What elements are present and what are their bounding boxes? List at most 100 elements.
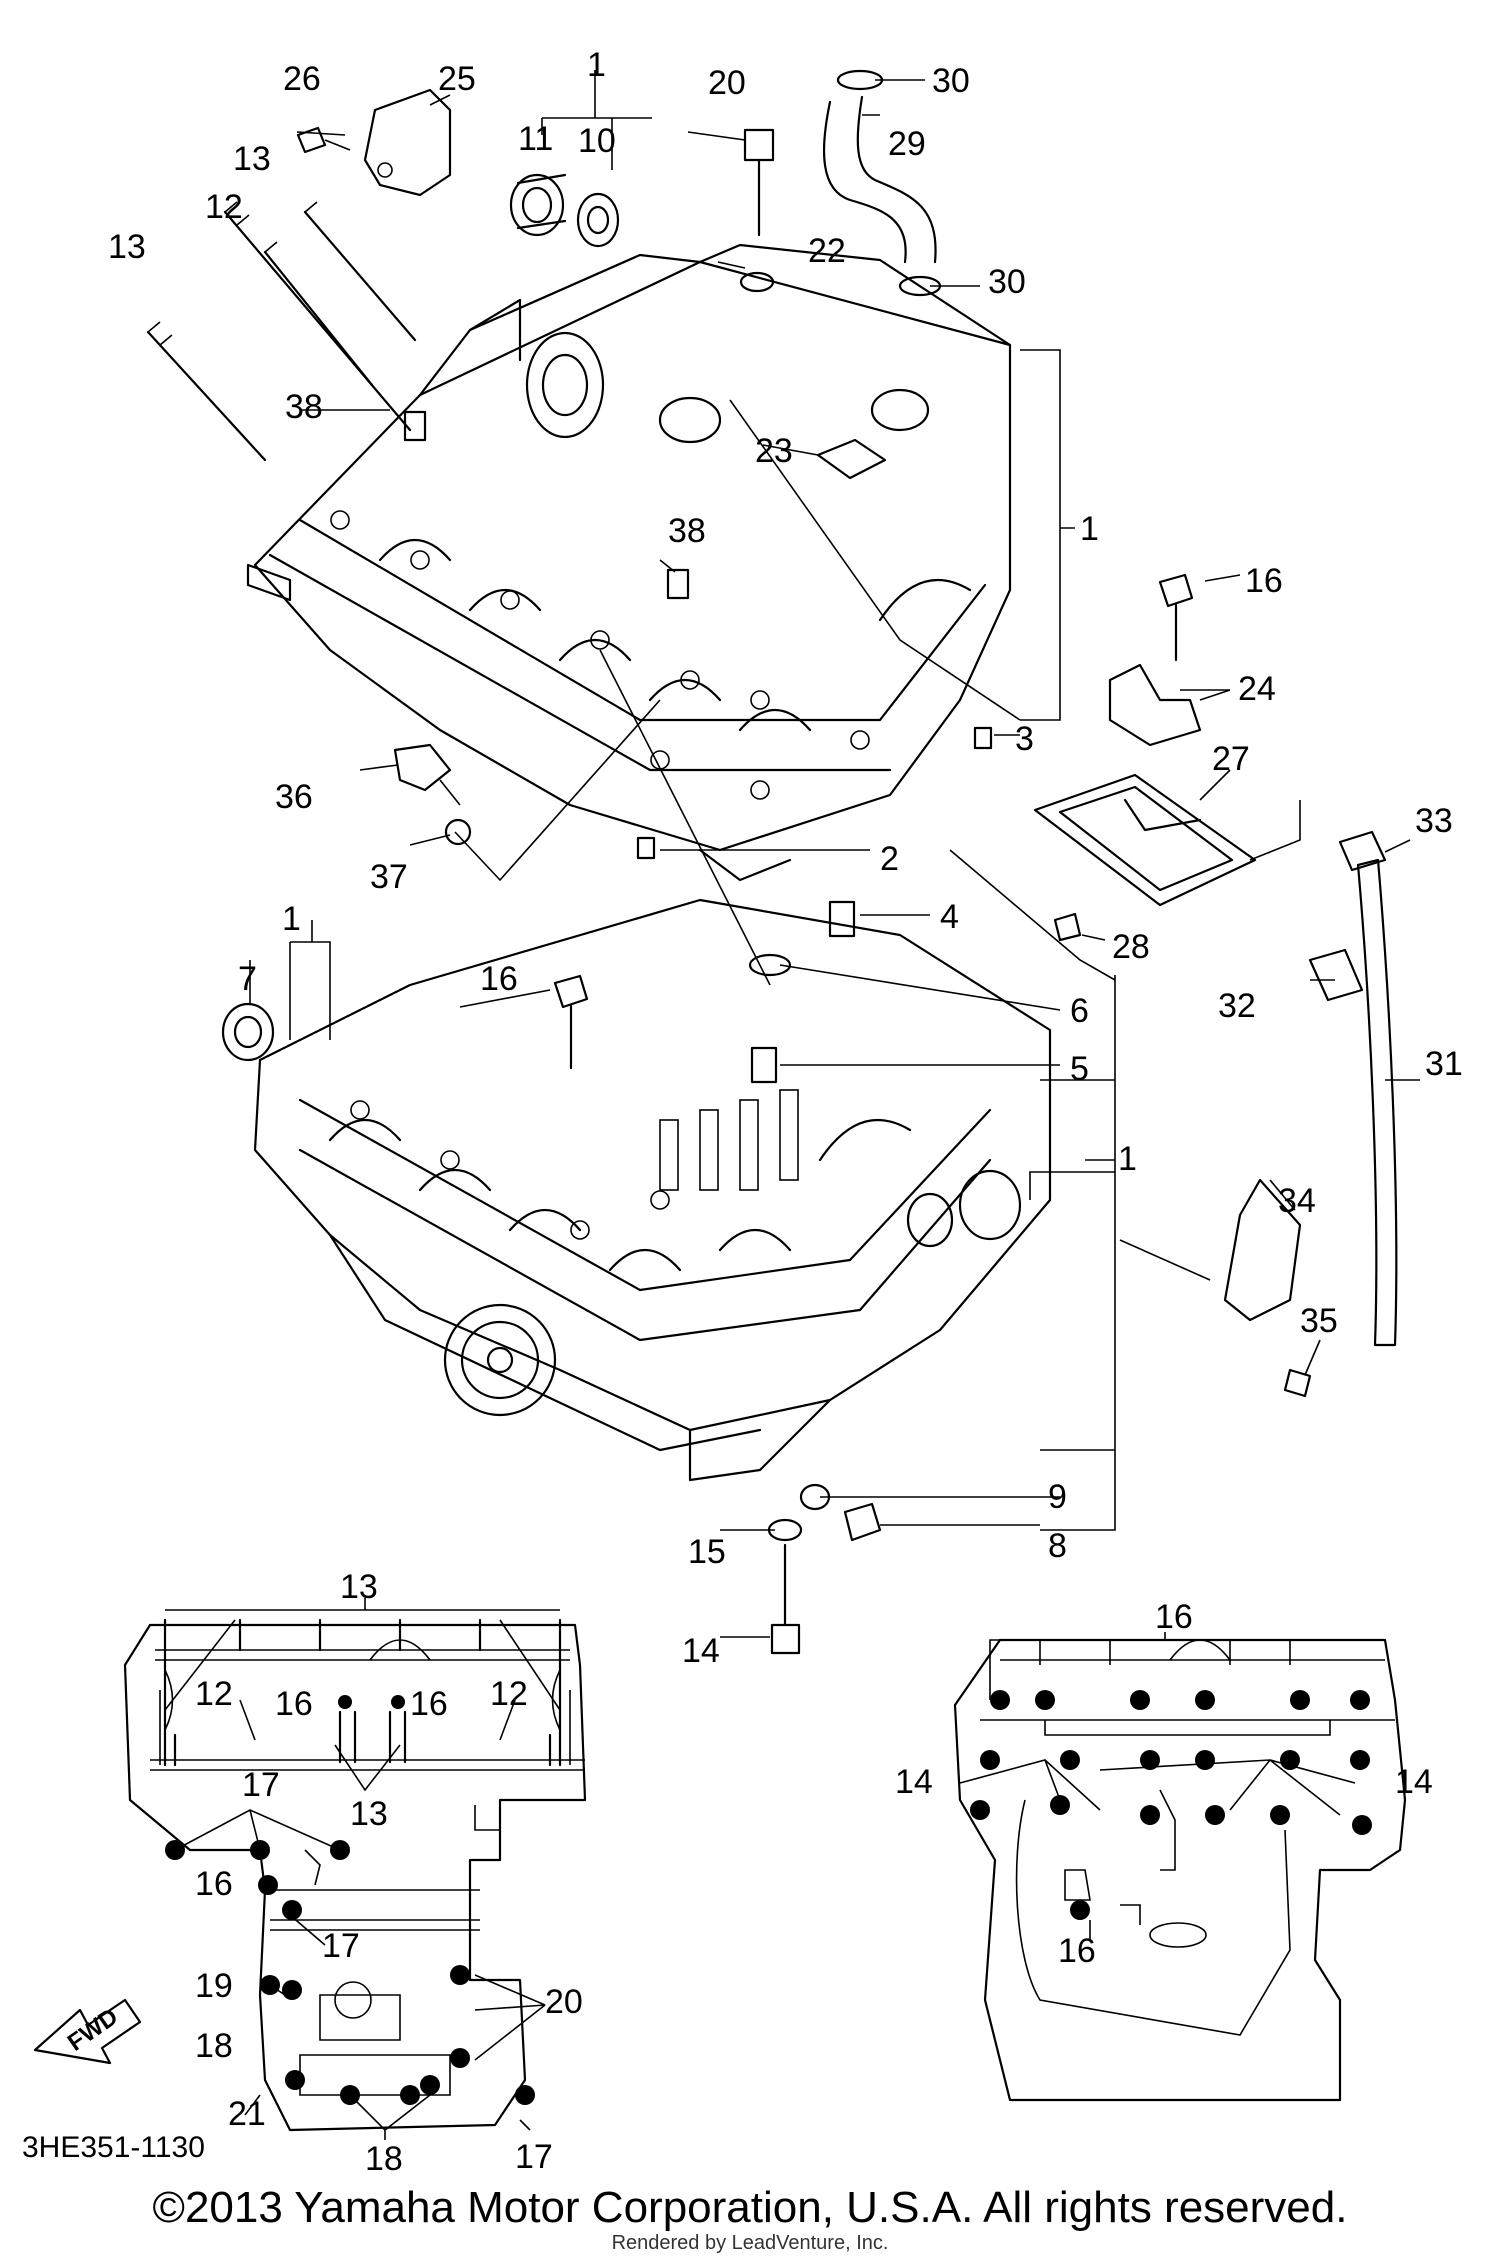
left-inset-callout-17-mid: 17 (322, 1927, 360, 1965)
left-inset-callout-21: 21 (228, 2095, 266, 2133)
callout-16-upper: 16 (1245, 562, 1283, 600)
dowel-4 (828, 900, 856, 938)
callout-24: 24 (1238, 670, 1276, 708)
breather-hose-31 (1356, 858, 1398, 1347)
callout-30-a: 30 (932, 62, 970, 100)
callout-29: 29 (888, 125, 926, 163)
copyright-notice: ©2013 Yamaha Motor Corporation, U.S.A. A… (152, 2183, 1348, 2232)
dowel-38-right (666, 568, 690, 600)
seal-7 (221, 1002, 275, 1062)
bolt-28 (1053, 912, 1082, 942)
left-inset-callout-19: 19 (195, 1967, 233, 2005)
callout-9: 9 (1048, 1478, 1067, 1516)
callout-20: 20 (708, 64, 746, 102)
callout-6: 6 (1070, 992, 1089, 1030)
hose-29 (822, 95, 937, 264)
callout-37: 37 (370, 858, 408, 896)
callout-28: 28 (1112, 928, 1150, 966)
callout-2: 2 (880, 840, 899, 878)
callout-30-b: 30 (988, 263, 1026, 301)
callout-34: 34 (1278, 1182, 1316, 1220)
left-inset-callout-16-side: 16 (195, 1865, 233, 1903)
pin-2 (636, 836, 656, 860)
callout-26: 26 (283, 60, 321, 98)
callout-27: 27 (1212, 740, 1250, 778)
clamp-33 (1338, 830, 1387, 872)
callout-14: 14 (682, 1632, 720, 1670)
callout-16-lower: 16 (480, 960, 518, 998)
left-inset-callout-13-top: 13 (340, 1568, 378, 1606)
bolt-16-upper (1158, 573, 1194, 662)
o-ring-6 (748, 953, 792, 977)
callout-12: 12 (205, 188, 243, 226)
left-inset-callout-17-bottom: 17 (515, 2138, 553, 2176)
right-inset-bolt-pattern: 16 14 14 16 (895, 1598, 1433, 2102)
right-inset-callout-16-bottom: 16 (1058, 1932, 1096, 1970)
washer-22 (739, 271, 775, 293)
plate-23 (816, 438, 887, 480)
callout-32: 32 (1218, 987, 1256, 1025)
left-inset-bolt-pattern: FWD 13 12 16 16 12 17 13 16 17 19 18 20 … (22, 1568, 587, 2178)
oil-seal-10 (576, 192, 620, 248)
right-inset-callout-16-top: 16 (1155, 1598, 1193, 1636)
clamp-32 (1308, 948, 1364, 1002)
pin-3 (973, 726, 993, 750)
bolt-16-lower (553, 974, 589, 1070)
right-inset-callout-14-right: 14 (1395, 1763, 1433, 1801)
bracket-24 (1108, 663, 1202, 747)
callout-1-right-lower: 1 (1118, 1140, 1137, 1178)
callout-13-b: 13 (108, 228, 146, 266)
callout-33: 33 (1415, 802, 1453, 840)
callout-13-a: 13 (233, 140, 271, 178)
bolt-14 (770, 1543, 801, 1655)
left-inset-callout-18-left: 18 (195, 2027, 233, 2065)
upper-crankcase (246, 243, 1012, 882)
callout-10: 10 (578, 122, 616, 160)
right-inset-callout-14-left: 14 (895, 1763, 933, 1801)
dowel-38-left (403, 410, 427, 442)
left-inset-callout-20: 20 (545, 1983, 583, 2021)
callout-25: 25 (438, 60, 476, 98)
left-inset-callout-12-right: 12 (490, 1675, 528, 1713)
stud-bolts-12-13 (146, 201, 417, 462)
callout-4: 4 (940, 898, 959, 936)
callout-31: 31 (1425, 1045, 1463, 1083)
callout-7: 7 (238, 960, 257, 998)
left-inset-callout-13-mid: 13 (350, 1795, 388, 1833)
callout-1-right-upper: 1 (1080, 510, 1099, 548)
lower-crankcase (253, 898, 1052, 1482)
leader-lines (249, 70, 1420, 1638)
callout-38-a: 38 (285, 388, 323, 426)
left-inset-callout-16-left: 16 (275, 1685, 313, 1723)
callout-1-lower-left: 1 (282, 900, 301, 938)
callout-1-top: 1 (587, 46, 606, 84)
callout-3: 3 (1015, 720, 1034, 758)
strainer-27 (1033, 773, 1257, 907)
main-callouts: 1 11 10 25 26 13 12 13 20 30 29 22 30 38… (108, 46, 1463, 1670)
callout-23: 23 (755, 432, 793, 470)
cover-25 (363, 88, 452, 197)
diagram-code: 3HE351-1130 (22, 2131, 205, 2164)
callout-38-b: 38 (668, 512, 706, 550)
callout-35: 35 (1300, 1302, 1338, 1340)
switch-36 (393, 743, 461, 806)
left-inset-callout-17-top: 17 (242, 1766, 280, 1804)
callout-11: 11 (518, 120, 553, 158)
callout-15: 15 (688, 1533, 726, 1571)
left-inset-callout-18-bottom: 18 (365, 2140, 403, 2178)
callout-8: 8 (1048, 1527, 1067, 1565)
callout-5: 5 (1070, 1050, 1089, 1088)
bracket-34 (1223, 1178, 1302, 1322)
left-inset-callout-16-right: 16 (410, 1685, 448, 1723)
render-note: Rendered by LeadVenture, Inc. (611, 2232, 889, 2254)
drain-plug-8 (843, 1502, 882, 1542)
fwd-label: FWD (63, 2003, 123, 2056)
dowel-5 (750, 1046, 778, 1084)
bolt-35 (1283, 1368, 1312, 1398)
bearing-11 (509, 173, 567, 237)
bolt-20 (743, 128, 775, 237)
o-ring-37 (444, 818, 472, 846)
callout-22: 22 (808, 232, 846, 270)
fwd-arrow: FWD (33, 1998, 142, 2065)
